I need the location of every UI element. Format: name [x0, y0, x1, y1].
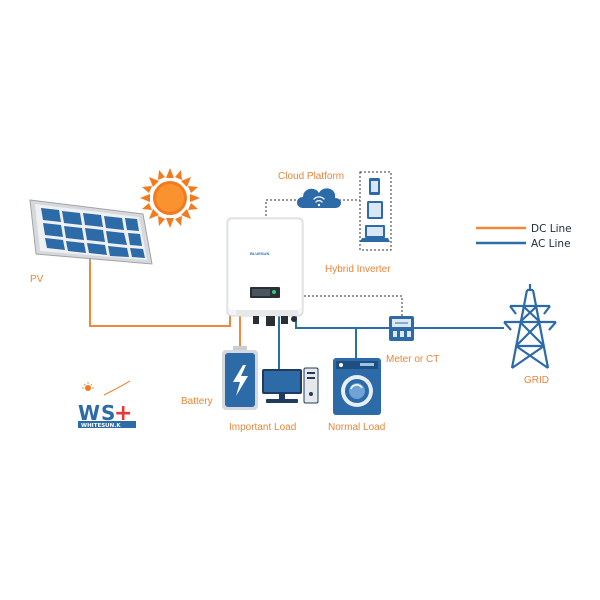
- transmission-tower-icon: [503, 284, 557, 369]
- svg-text:S: S: [101, 401, 115, 425]
- meter-label: Meter or CT: [386, 354, 439, 365]
- hybrid-inverter: BLUESUN: [226, 217, 304, 326]
- whitesun-logo: W S + WHITESUN.K: [78, 380, 136, 429]
- sun-icon: [140, 168, 200, 228]
- svg-text:+: +: [114, 401, 132, 426]
- comm-line-meter: [296, 295, 403, 318]
- dc-line-pv-inverter: [89, 258, 231, 327]
- grid-label: GRID: [524, 375, 549, 386]
- normal-load-label: Normal Load: [328, 422, 385, 433]
- phone-icon: [369, 178, 380, 195]
- battery-label: Battery: [181, 396, 213, 407]
- tablet-icon: [367, 201, 383, 219]
- legend-ac-label: AC Line: [531, 238, 571, 250]
- laptop-icon: [360, 225, 390, 242]
- washing-machine-icon: [333, 358, 381, 415]
- comm-line-cloud: [265, 199, 303, 220]
- hybrid-inverter-label: Hybrid Inverter: [325, 264, 391, 275]
- important-load-label: Important Load: [229, 422, 296, 433]
- legend: DC Line AC Line: [476, 223, 572, 250]
- inverter-brand: BLUESUN: [250, 251, 269, 256]
- cloud-platform-label: Cloud Platform: [278, 171, 344, 182]
- legend-dc-label: DC Line: [531, 223, 572, 235]
- solar-panel-icon: [29, 199, 153, 265]
- pv-label: PV: [30, 274, 44, 285]
- logo-text: WHITESUN.K: [81, 423, 121, 429]
- battery-icon: [222, 346, 258, 410]
- mobile-devices-box: [359, 171, 392, 251]
- svg-text:W: W: [78, 401, 100, 425]
- cloud-icon: [297, 188, 341, 208]
- meter-icon: [389, 316, 414, 341]
- computer-icon: [262, 367, 319, 404]
